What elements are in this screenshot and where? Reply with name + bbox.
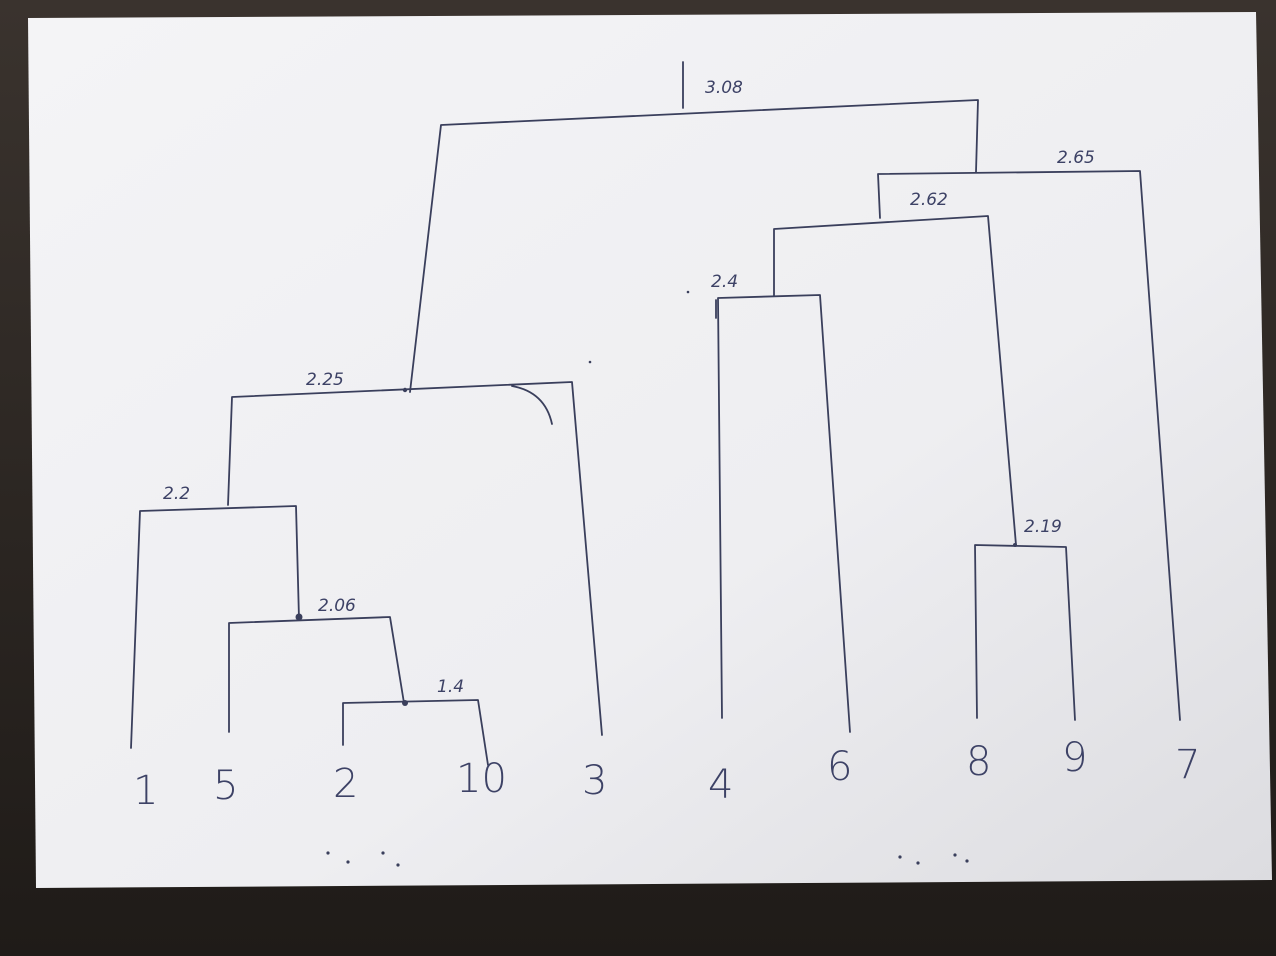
paper-sheet [28, 12, 1272, 888]
branch-2-06 [228, 616, 405, 733]
leaf-label-1: 1 [133, 768, 158, 814]
branch-2-2 [130, 505, 300, 749]
leaf-label-9: 9 [1062, 735, 1087, 781]
merge-label-2-25: 2.25 [306, 370, 344, 390]
leaf-label-2: 2 [333, 761, 358, 807]
branch-2-62 [773, 215, 1017, 546]
leaf-label-7: 7 [1175, 742, 1200, 788]
branch-3-08 [409, 99, 979, 393]
leaf-label-3: 3 [582, 758, 607, 804]
leaf-labels: 1 5 2 10 3 4 6 8 9 7 [133, 735, 1200, 814]
merge-label-2-06: 2.06 [318, 596, 356, 616]
dendrogram-lines [130, 61, 1181, 766]
ink-dots [295, 290, 1017, 867]
leaf-label-8: 8 [966, 739, 991, 785]
merge-label-2-19: 2.19 [1024, 517, 1062, 537]
merge-label-2-4: 2.4 [711, 272, 738, 292]
branch-2-19 [974, 544, 1076, 721]
branch-2-4 [717, 294, 851, 733]
merge-label-3-08: 3.08 [705, 78, 743, 98]
leaf-label-5: 5 [213, 763, 238, 809]
merge-labels: 3.08 2.65 2.62 2.4 2.25 2.2 2.19 2.06 1.… [163, 78, 1095, 697]
branch-1-4 [342, 699, 489, 766]
leaf-label-6: 6 [827, 744, 852, 790]
merge-label-2-62: 2.62 [910, 190, 948, 210]
branch-2-65 [877, 170, 1181, 721]
leaf-label-10: 10 [456, 756, 507, 802]
merge-label-2-65: 2.65 [1057, 148, 1095, 168]
merge-label-2-2: 2.2 [163, 484, 190, 504]
merge-label-1-4: 1.4 [437, 677, 464, 697]
pen-scribble [511, 385, 553, 425]
leaf-label-4: 4 [708, 762, 733, 808]
branch-2-25 [227, 381, 603, 736]
